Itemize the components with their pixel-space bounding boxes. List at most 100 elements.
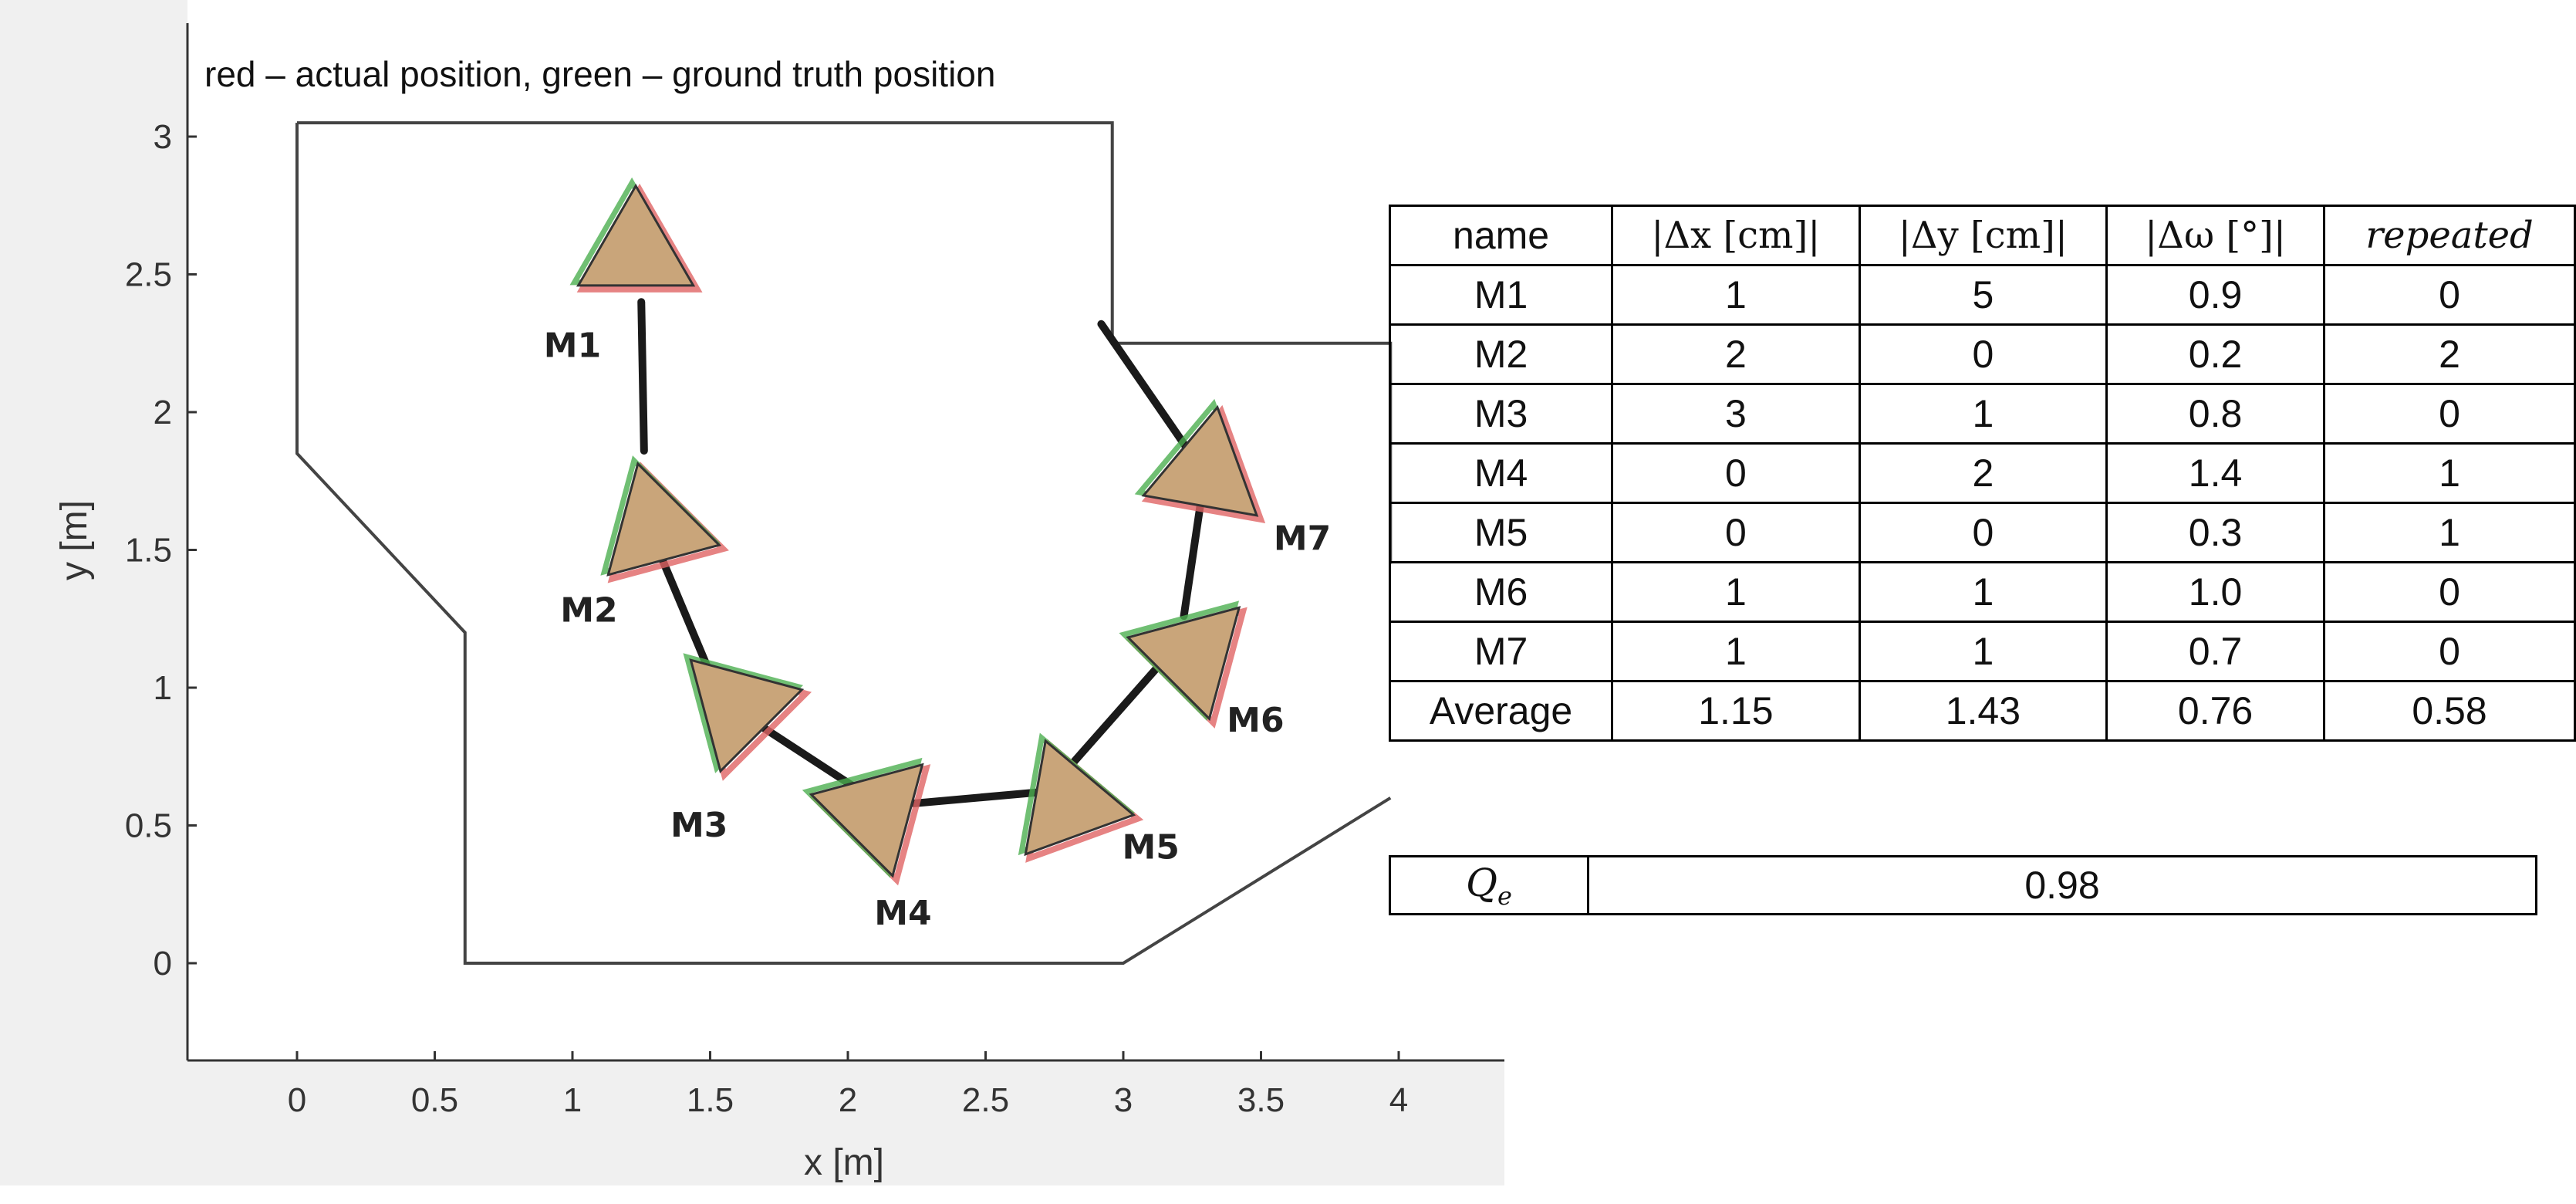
table-cell: 0	[2323, 561, 2576, 623]
marker-triangle	[809, 763, 924, 878]
marker-m2: M2	[560, 455, 729, 630]
qe-row: Qe 0.98	[1389, 855, 2537, 915]
table-cell: 1.15	[1611, 680, 1861, 742]
marker-label: M7	[1274, 519, 1331, 559]
marker-label: M4	[874, 894, 931, 933]
table-cell: 0	[1611, 442, 1861, 504]
column-header-name: name	[1388, 205, 1614, 266]
x-axis-label: x [m]	[804, 1142, 884, 1183]
table-cell: 1.0	[2105, 561, 2325, 623]
table-cell: 0	[1611, 502, 1861, 563]
x-tick-label: 2	[839, 1081, 857, 1119]
table-cell: 0.58	[2323, 680, 2576, 742]
table-cell: 2	[2323, 323, 2576, 385]
table-cell: 0	[1858, 502, 2108, 563]
table-cell: 1.43	[1858, 680, 2108, 742]
table-cell: M5	[1388, 502, 1614, 563]
marker-m1: M1	[544, 177, 703, 366]
table-cell: 0.2	[2105, 323, 2325, 385]
y-axis-label: y [m]	[54, 500, 95, 580]
marker-triangle	[576, 183, 696, 287]
qe-table: Qe 0.98	[1389, 855, 2537, 915]
y-tick-label: 0	[154, 945, 172, 982]
table-cell: 0.8	[2105, 383, 2325, 445]
x-tick-label: 3	[1114, 1081, 1133, 1119]
marker-m5: M5	[1018, 732, 1180, 867]
table-cell: 0.7	[2105, 621, 2325, 682]
table-cell: 1	[2323, 442, 2576, 504]
x-tick-label: 0	[288, 1081, 306, 1119]
axes-area	[187, 0, 1504, 1060]
y-tick-label: 3	[154, 118, 172, 156]
boundary-line	[295, 123, 1392, 965]
column-header-dx: |Δx [cm]|	[1611, 205, 1861, 266]
column-header-dy: |Δy [cm]|	[1858, 205, 2108, 266]
y-tick-label: 2.5	[125, 256, 172, 294]
qe-label: Qe	[1389, 855, 1589, 915]
qe-value: 0.98	[1587, 855, 2537, 915]
y-tick-label: 2	[154, 394, 172, 431]
marker-m4: M4	[802, 757, 932, 933]
table-cell: 0.9	[2105, 264, 2325, 326]
table-cell: 1.4	[2105, 442, 2325, 504]
marker-triangle	[689, 658, 805, 773]
qe-subscript: e	[1497, 881, 1512, 911]
y-tick-label: 0.5	[125, 807, 172, 845]
table-header-row: name |Δx [cm]| |Δy [cm]| |Δω [°]| repeat…	[1388, 205, 2576, 266]
table-cell: 0	[2323, 264, 2576, 326]
marker-label: M3	[670, 806, 728, 845]
marker-m3: M3	[670, 653, 812, 845]
marker-triangle	[1024, 739, 1136, 857]
table-cell: 2	[1858, 442, 2108, 504]
table-cell: M2	[1388, 323, 1614, 385]
marker-label: M5	[1122, 827, 1179, 867]
caption-background	[187, 0, 1113, 31]
chart-caption: red – actual position, green – ground tr…	[204, 54, 995, 94]
x-tick-label: 2.5	[962, 1081, 1009, 1119]
table-cell: 0	[2323, 621, 2576, 682]
table-cell: 1	[1858, 561, 2108, 623]
y-tick-label: 1	[154, 669, 172, 707]
x-tick-label: 3.5	[1237, 1081, 1285, 1119]
marker-triangle	[1126, 606, 1241, 722]
x-tick-label: 1.5	[687, 1081, 734, 1119]
column-header-repeated: repeated	[2323, 205, 2576, 266]
table-cell: 1	[1858, 383, 2108, 445]
marker-label: M2	[560, 590, 617, 630]
marker-m6: M6	[1119, 600, 1285, 740]
trajectory-segment	[637, 298, 648, 455]
table-cell: 1	[2323, 502, 2576, 563]
table-cell: 5	[1858, 264, 2108, 326]
x-tick-label: 0.5	[411, 1081, 458, 1119]
x-tick-label: 4	[1389, 1081, 1408, 1119]
table-cell: 2	[1611, 323, 1861, 385]
marker-label: M6	[1227, 701, 1284, 740]
table-cell: M7	[1388, 621, 1614, 682]
table-cell: 0.76	[2105, 680, 2325, 742]
table-cell: 0	[2323, 383, 2576, 445]
table-cell: Average	[1388, 680, 1614, 742]
x-tick-label: 1	[563, 1081, 582, 1119]
marker-triangle	[606, 462, 722, 577]
marker-label: M1	[544, 326, 601, 366]
table-cell: 0	[1858, 323, 2108, 385]
table-cell: M1	[1388, 264, 1614, 326]
table-cell: 3	[1611, 383, 1861, 445]
table-cell: 1	[1611, 621, 1861, 682]
table-cell: M3	[1388, 383, 1614, 445]
marker-m7: M7	[1134, 398, 1331, 559]
table-cell: 1	[1611, 561, 1861, 623]
error-table: name |Δx [cm]| |Δy [cm]| |Δω [°]| repeat…	[1388, 205, 2576, 742]
